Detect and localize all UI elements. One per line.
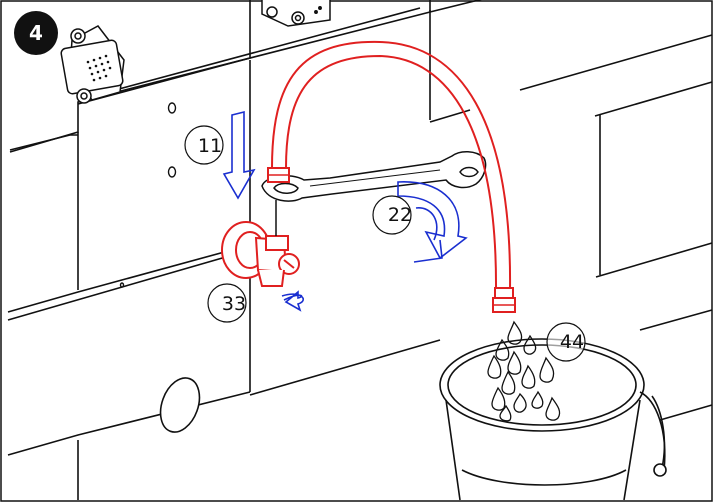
water-drop-icon	[487, 320, 561, 422]
water-drops	[487, 320, 561, 422]
angle-valve-icon	[221, 200, 300, 287]
wrench-icon	[261, 151, 487, 202]
callout-1-label: 11	[198, 135, 222, 157]
wall-holes	[119, 102, 177, 288]
shower-head-icon	[60, 25, 125, 104]
callout-3: 33	[207, 283, 247, 323]
wall-fixture-icon	[261, 0, 331, 27]
callout-3-label: 33	[222, 293, 246, 315]
callout-4-label: 44	[560, 331, 584, 353]
callout-1: 11	[184, 125, 224, 165]
step-badge: 4	[14, 11, 58, 55]
turn-arrow-icon	[281, 290, 304, 312]
down-arrow-icon	[222, 110, 256, 200]
wall-plug-icon	[159, 377, 201, 433]
step-number: 4	[29, 21, 43, 45]
hose-icon	[267, 40, 516, 313]
callout-2-label: 22	[388, 204, 412, 226]
bucket-icon	[439, 338, 667, 501]
rotate-arrow-icon	[397, 181, 468, 263]
callout-2: 22	[372, 195, 412, 235]
callout-4: 44	[546, 322, 586, 362]
